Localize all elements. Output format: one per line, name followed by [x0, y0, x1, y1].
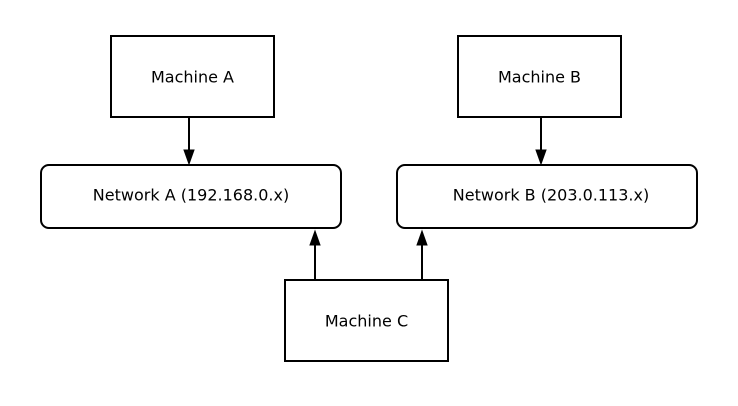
edge-machine-b-to-network-b — [535, 118, 547, 166]
network-a-node: Network A (192.168.0.x) — [40, 164, 342, 229]
arrowhead-up-icon — [416, 229, 428, 246]
machine-c-node: Machine C — [284, 279, 449, 362]
machine-b-node: Machine B — [457, 35, 622, 118]
network-b-node: Network B (203.0.113.x) — [396, 164, 698, 229]
arrowhead-down-icon — [535, 149, 547, 166]
network-b-label: Network B (203.0.113.x) — [453, 186, 649, 205]
machine-c-box — [284, 279, 449, 362]
arrowhead-up-icon — [309, 229, 321, 246]
network-a-label: Network A (192.168.0.x) — [93, 186, 289, 205]
machine-b-label: Machine B — [498, 68, 581, 87]
machine-a-label: Machine A — [151, 68, 234, 87]
edge-machine-c-to-network-b — [416, 229, 428, 279]
machine-a-box — [110, 35, 275, 118]
machine-a-node: Machine A — [110, 35, 275, 118]
machine-c-label: Machine C — [325, 312, 408, 331]
edge-machine-c-to-network-a — [309, 229, 321, 279]
machine-b-box — [457, 35, 622, 118]
arrowhead-down-icon — [183, 149, 195, 166]
edge-machine-a-to-network-a — [183, 118, 195, 166]
network-a-box — [40, 164, 342, 229]
network-b-box — [396, 164, 698, 229]
